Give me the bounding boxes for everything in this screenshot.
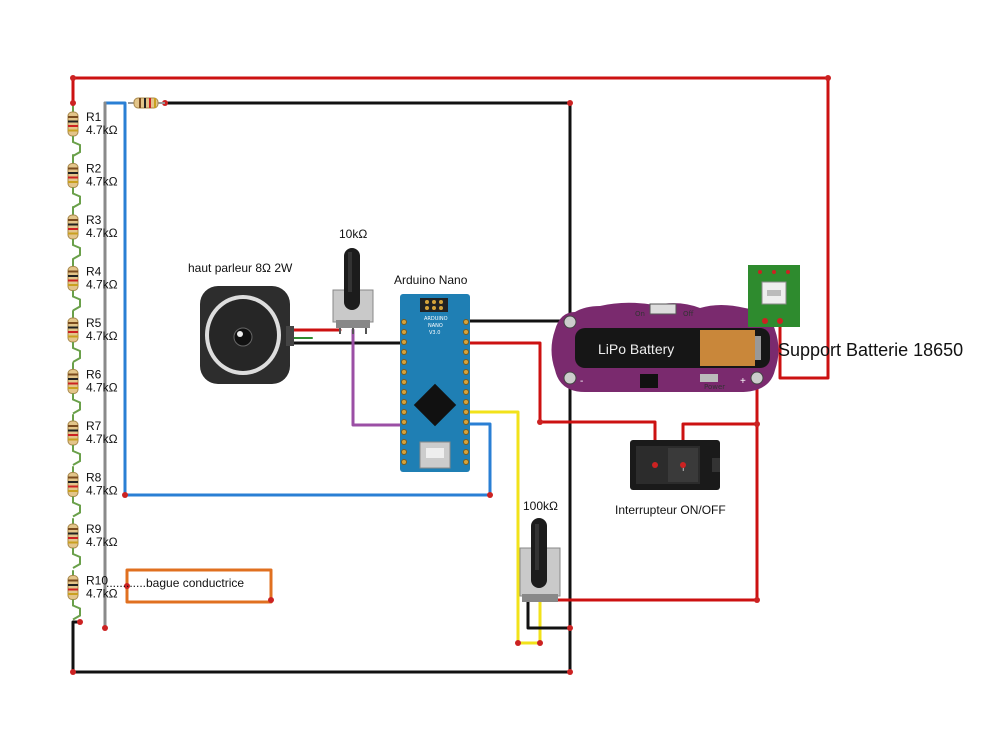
charger-power-label: Power [704, 383, 725, 391]
arduino-pin [463, 379, 469, 385]
arduino-pin [463, 389, 469, 395]
arduino-pin [401, 379, 407, 385]
resistor: R64.7kΩ [67, 368, 118, 415]
resistor-name: R2 [86, 162, 102, 176]
speaker [200, 286, 294, 384]
arduino-pin [401, 419, 407, 425]
charger-off-label: Off [683, 310, 694, 318]
arduino-pin [401, 399, 407, 405]
charger-on-label: On [635, 310, 645, 318]
arduino-pin [401, 319, 407, 325]
arduino-pin [401, 459, 407, 465]
arduino-pin [463, 359, 469, 365]
speaker-label: haut parleur 8Ω 2W [188, 261, 293, 275]
arduino-pin [463, 419, 469, 425]
arduino-pin [463, 399, 469, 405]
resistor-value: 4.7kΩ [86, 587, 118, 601]
arduino-pin [463, 369, 469, 375]
resistor: R54.7kΩ [67, 316, 118, 363]
arduino-pin [401, 339, 407, 345]
resistor-top [128, 97, 165, 109]
resistor-value: 4.7kΩ [86, 278, 118, 292]
potentiometer-100k [519, 518, 561, 602]
potentiometer-10k [332, 248, 374, 334]
arduino-pin [401, 359, 407, 365]
resistor-name: R6 [86, 368, 102, 382]
resistor-value: 4.7kΩ [86, 329, 118, 343]
wire-purple [351, 328, 407, 427]
charger-cell-label: LiPo Battery [598, 341, 674, 357]
resistor-value: 4.7kΩ [86, 535, 118, 549]
pot-large-label: 100kΩ [523, 499, 558, 513]
resistor-name: R9 [86, 522, 102, 536]
arduino-pin [401, 349, 407, 355]
arduino-pin [463, 409, 469, 415]
resistor: R44.7kΩ [67, 265, 118, 312]
resistor: R84.7kΩ [67, 471, 118, 518]
resistor-name: R5 [86, 316, 102, 330]
wire-blue [103, 101, 492, 497]
resistor-value: 4.7kΩ [86, 381, 118, 395]
wire-black-top [71, 101, 572, 674]
junction-dots [70, 75, 831, 675]
arduino-pin [463, 459, 469, 465]
charger-plus: + [740, 376, 746, 387]
pot-small-label: 10kΩ [339, 227, 367, 241]
arduino-model: NANO [428, 323, 443, 329]
resistor-value: 4.7kΩ [86, 432, 118, 446]
arduino-pin [463, 429, 469, 435]
ring-label: ............bague conductrice [106, 576, 244, 590]
wire-black-pot [526, 598, 572, 630]
arduino-pin [463, 449, 469, 455]
resistor: R14.7kΩ [67, 110, 118, 157]
on-off-switch: I [630, 440, 720, 490]
resistor-ladder: R14.7kΩR24.7kΩR34.7kΩR44.7kΩR54.7kΩR64.7… [67, 110, 118, 621]
resistor-name: R4 [86, 265, 102, 279]
resistor: R34.7kΩ [67, 213, 118, 260]
arduino-pin [463, 349, 469, 355]
resistor-name: R8 [86, 471, 102, 485]
arduino-pin [463, 319, 469, 325]
arduino-pin [463, 339, 469, 345]
resistor-name: R10 [86, 574, 108, 588]
arduino-label: Arduino Nano [394, 273, 468, 287]
arduino-pin [401, 449, 407, 455]
arduino-pin [401, 409, 407, 415]
resistor-value: 4.7kΩ [86, 123, 118, 137]
battery-label: Support Batterie 18650 [778, 340, 963, 360]
arduino-pin [463, 329, 469, 335]
resistor-name: R3 [86, 213, 102, 227]
arduino-logo: ARDUINO [424, 316, 448, 322]
resistor-value: 4.7kΩ [86, 484, 118, 498]
arduino-pin [401, 369, 407, 375]
wire-red-top [71, 76, 830, 380]
arduino-pin [401, 429, 407, 435]
lipo-charger-board: On Off LiPo Battery Power - + [551, 302, 779, 392]
arduino-nano: ARDUINO NANO V3.0 [400, 294, 470, 472]
arduino-pin-headers [401, 319, 469, 465]
arduino-pin [401, 389, 407, 395]
arduino-pin [463, 439, 469, 445]
resistor-name: R7 [86, 419, 102, 433]
resistor: R74.7kΩ [67, 419, 118, 466]
resistor-value: 4.7kΩ [86, 175, 118, 189]
usb-connector-board [748, 265, 800, 327]
resistor-value: 4.7kΩ [86, 226, 118, 240]
arduino-pin [401, 439, 407, 445]
arduino-version: V3.0 [429, 330, 440, 336]
resistor: R94.7kΩ [67, 522, 118, 569]
arduino-pin [401, 329, 407, 335]
switch-symbol: I [682, 463, 685, 473]
switch-label: Interrupteur ON/OFF [615, 503, 726, 517]
resistor: R24.7kΩ [67, 162, 118, 209]
resistor-name: R1 [86, 110, 102, 124]
charger-minus: - [580, 376, 583, 387]
